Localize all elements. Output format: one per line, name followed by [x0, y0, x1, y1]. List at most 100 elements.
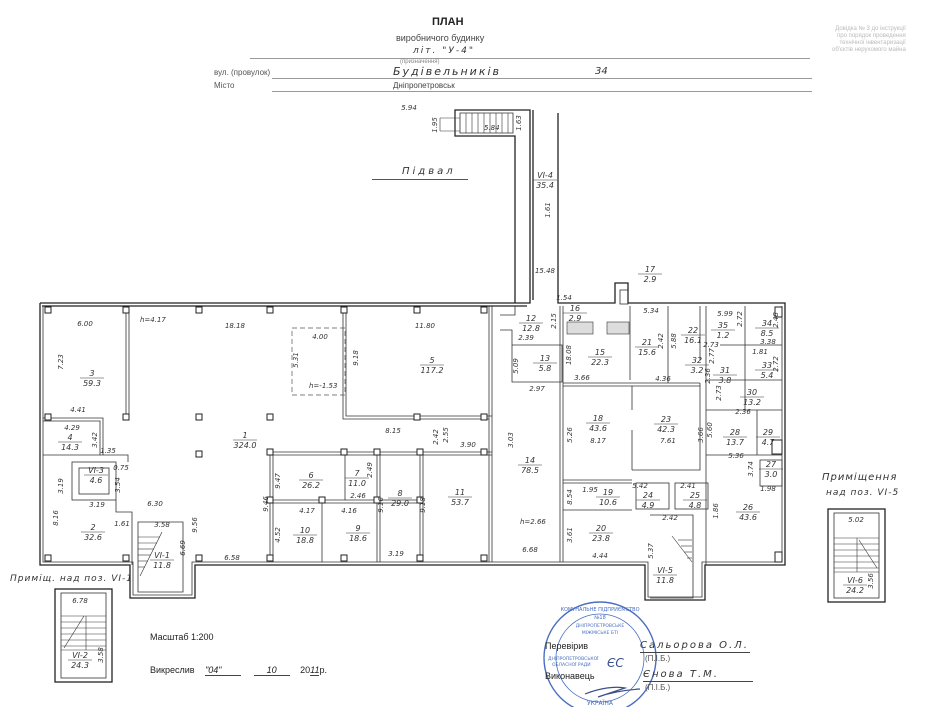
room-number: 6	[308, 471, 313, 480]
dimension-label: 9.56	[191, 517, 199, 533]
shaft	[606, 321, 630, 335]
official-stamp: КОМУНАЛЬНЕ ПІДПРИЄМСТВО №18 ДНІПРОПЕТРОВ…	[543, 601, 657, 707]
dimension-label: 2.72	[772, 356, 780, 372]
columns	[44, 306, 783, 563]
building-type: виробничого будинку	[396, 33, 485, 43]
room-number: VI-5	[657, 566, 673, 575]
room-area: 3.8	[719, 376, 732, 385]
dimension-label: 1.81	[752, 348, 768, 356]
dimension-label: 5.42	[632, 482, 648, 490]
room-area: 1.2	[717, 331, 730, 340]
room-number: VI-3	[88, 466, 104, 475]
dimension-label: 7.23	[57, 354, 65, 370]
dimension-label: 1.95	[431, 117, 439, 133]
drawn-date: Викреслив "04" 10 2011р.	[150, 665, 327, 676]
room-number: 8	[397, 489, 402, 498]
room-area: 4.8	[689, 501, 702, 510]
room-area: 10.6	[599, 498, 617, 507]
dimension-label: 4.29	[64, 424, 80, 432]
room-area: 29.0	[391, 499, 409, 508]
dimension-label: 3.56	[867, 573, 875, 589]
inset-stair-vi-2	[54, 588, 113, 683]
dimension-label: 5.26	[566, 427, 574, 443]
room-area: 11.8	[656, 576, 674, 585]
dimension-label: 7.61	[660, 437, 676, 445]
room-area: 11.8	[153, 561, 171, 570]
room-number: 2	[90, 523, 95, 532]
inset-stair-vi-6	[827, 508, 886, 603]
room-number: VI-2	[72, 651, 88, 660]
drawn-year-prefix: 20	[300, 665, 311, 675]
corner-note-line: технічної інвентаризації	[839, 40, 906, 46]
dimension-label: 1.61	[544, 202, 552, 218]
room-area: 5.4	[761, 371, 774, 380]
dimension-label: 6.69	[179, 540, 187, 556]
dimension-label: 6.68	[522, 546, 538, 554]
room-number: 34	[762, 319, 772, 328]
room-label: VI-435.4	[533, 171, 557, 190]
room-area: 59.3	[83, 379, 101, 388]
dimension-label: 2.42	[432, 429, 440, 445]
dimension-label: 8.16	[52, 510, 60, 526]
signature	[584, 686, 641, 698]
stamp-center-text: ОБЛАСНОЇ РАДИ	[552, 661, 591, 668]
room-number: 7	[354, 469, 360, 478]
room-number: 26	[743, 503, 753, 512]
dimension-label: 3.19	[89, 501, 105, 509]
room-label: 273.0	[759, 460, 783, 479]
room-area: 14.3	[61, 443, 79, 452]
dimension-label: 3.74	[747, 461, 755, 477]
dimension-label: 3.42	[91, 432, 99, 448]
dimension-label: 3.19	[57, 478, 65, 494]
dimension-label: 18.08	[565, 344, 573, 365]
height-mark: h=-1.53	[309, 382, 337, 390]
room-area: 13.2	[743, 398, 761, 407]
room-label: 359.3	[80, 369, 104, 388]
dimension-label: 2.36	[735, 408, 751, 416]
dimension-label: 6.00	[77, 320, 93, 328]
room-label: 829.0	[388, 489, 412, 508]
room-number: 33	[762, 361, 772, 370]
dimension-label: 1.95	[582, 486, 598, 494]
dimension-label: 0.75	[113, 464, 129, 472]
dimension-label: 4.16	[341, 507, 357, 515]
dimension-label: 6.58	[224, 554, 240, 562]
room-area: 15.6	[638, 348, 656, 357]
dimension-label: 2.42	[662, 514, 678, 522]
dimension-label: 2.97	[529, 385, 545, 393]
corner-note: Довідка № 3 до інструкції про порядок пр…	[832, 26, 906, 54]
dimension-label: 4.00	[312, 333, 328, 341]
corner-note-line: про порядок проведення	[837, 33, 906, 39]
dimension-label: 5.34	[643, 307, 659, 315]
room-area: 24.3	[71, 661, 89, 670]
purpose-caption: (призначення)	[400, 59, 440, 65]
dimension-label: 4.36	[655, 375, 671, 383]
checked-label: Перевірив	[545, 641, 589, 651]
dimension-label: 3.19	[388, 550, 404, 558]
room-number: 15	[595, 348, 605, 357]
dimension-label: 2.48	[772, 312, 780, 328]
room-area: 11.0	[348, 479, 366, 488]
room-number: 17	[645, 265, 656, 274]
stamp-center-text: ДНІПРОПЕТРОВСЬКОЇ	[548, 655, 599, 662]
purpose-line	[250, 58, 810, 59]
dimension-label: 4.52	[274, 527, 282, 543]
dimension-label: 5.02	[848, 516, 864, 524]
dimension-label: 6.78	[72, 597, 88, 605]
room-label: 135.8	[533, 354, 557, 373]
room-area: 324.0	[234, 441, 257, 450]
dimension-label: 5.94	[401, 104, 417, 112]
room-area: 2.9	[644, 275, 657, 284]
dimension-label: 2.55	[442, 427, 450, 443]
room-label: 232.6	[81, 523, 105, 542]
room-area: 5.8	[539, 364, 552, 373]
room-area: 3.0	[765, 470, 778, 479]
dimension-label: 3.66	[574, 374, 590, 382]
dimension-label: 8.17	[590, 437, 606, 445]
